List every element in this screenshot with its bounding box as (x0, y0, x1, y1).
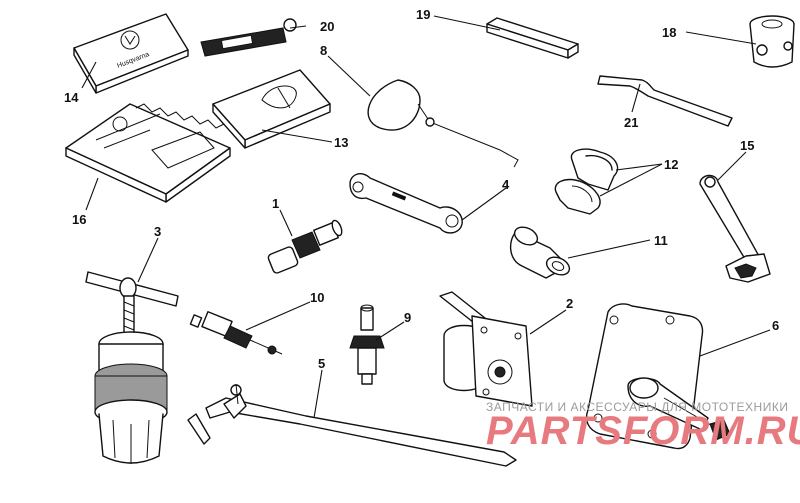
callout-6: 6 (772, 318, 779, 333)
callout-9: 9 (404, 310, 411, 325)
part-4-ring-wrench (349, 173, 463, 234)
part-19-square-bar (486, 17, 579, 59)
part-9-valve (349, 304, 385, 385)
callout-11: 11 (654, 233, 668, 248)
part-12-clamp (554, 148, 619, 215)
callout-14: 14 (64, 90, 79, 105)
part-15-socket-wrench (699, 174, 771, 283)
part-6-press-frame (585, 303, 731, 450)
callout-16: 18 (662, 25, 676, 40)
watermark: ЗАПЧАСТИ И АКСЕССУАРЫ ДЛЯ МОТОТЕХНИКИ PA… (486, 400, 800, 453)
part-21-hex-key (597, 75, 733, 127)
part-3-puller (85, 271, 179, 464)
callout-8: 8 (320, 43, 327, 58)
part-14-manual: Husqvarna (73, 13, 189, 94)
part-2-plate (439, 291, 533, 407)
part-20-strap (200, 18, 297, 57)
callout-15: 15 (740, 138, 754, 153)
part-18-spiral-manual (65, 103, 231, 203)
callout-4: 4 (502, 177, 510, 192)
callout-5: 5 (318, 356, 325, 371)
callout-12: 12 (664, 157, 678, 172)
callout-10: 10 (310, 290, 324, 305)
leader-lines (81, 15, 771, 419)
part-13-manual (212, 69, 331, 149)
callout-20: 20 (320, 19, 334, 34)
watermark-logo: PARTSFORM.RU (486, 409, 800, 453)
callout-2: 2 (566, 296, 573, 311)
callout-18: 16 (72, 212, 86, 227)
callout-19: 19 (416, 7, 430, 22)
watermark-line: ЗАПЧАСТИ И АКСЕССУАРЫ ДЛЯ МОТОТЕХНИКИ (486, 400, 788, 414)
callout-numbers: 20 19 18 8 14 13 21 16 12 15 4 1 11 3 10… (64, 7, 779, 371)
callout-3: 3 (154, 224, 161, 239)
callout-13: 13 (334, 135, 348, 150)
callout-21: 21 (624, 115, 638, 130)
part-8-wire-tool (367, 79, 519, 168)
callout-1: 1 (272, 196, 279, 211)
part-1-fitting (267, 219, 343, 274)
part-11-bushing (509, 226, 571, 279)
part-10-adapter (189, 311, 283, 355)
part-16-tube (749, 15, 795, 68)
part-5-lever (187, 383, 517, 467)
